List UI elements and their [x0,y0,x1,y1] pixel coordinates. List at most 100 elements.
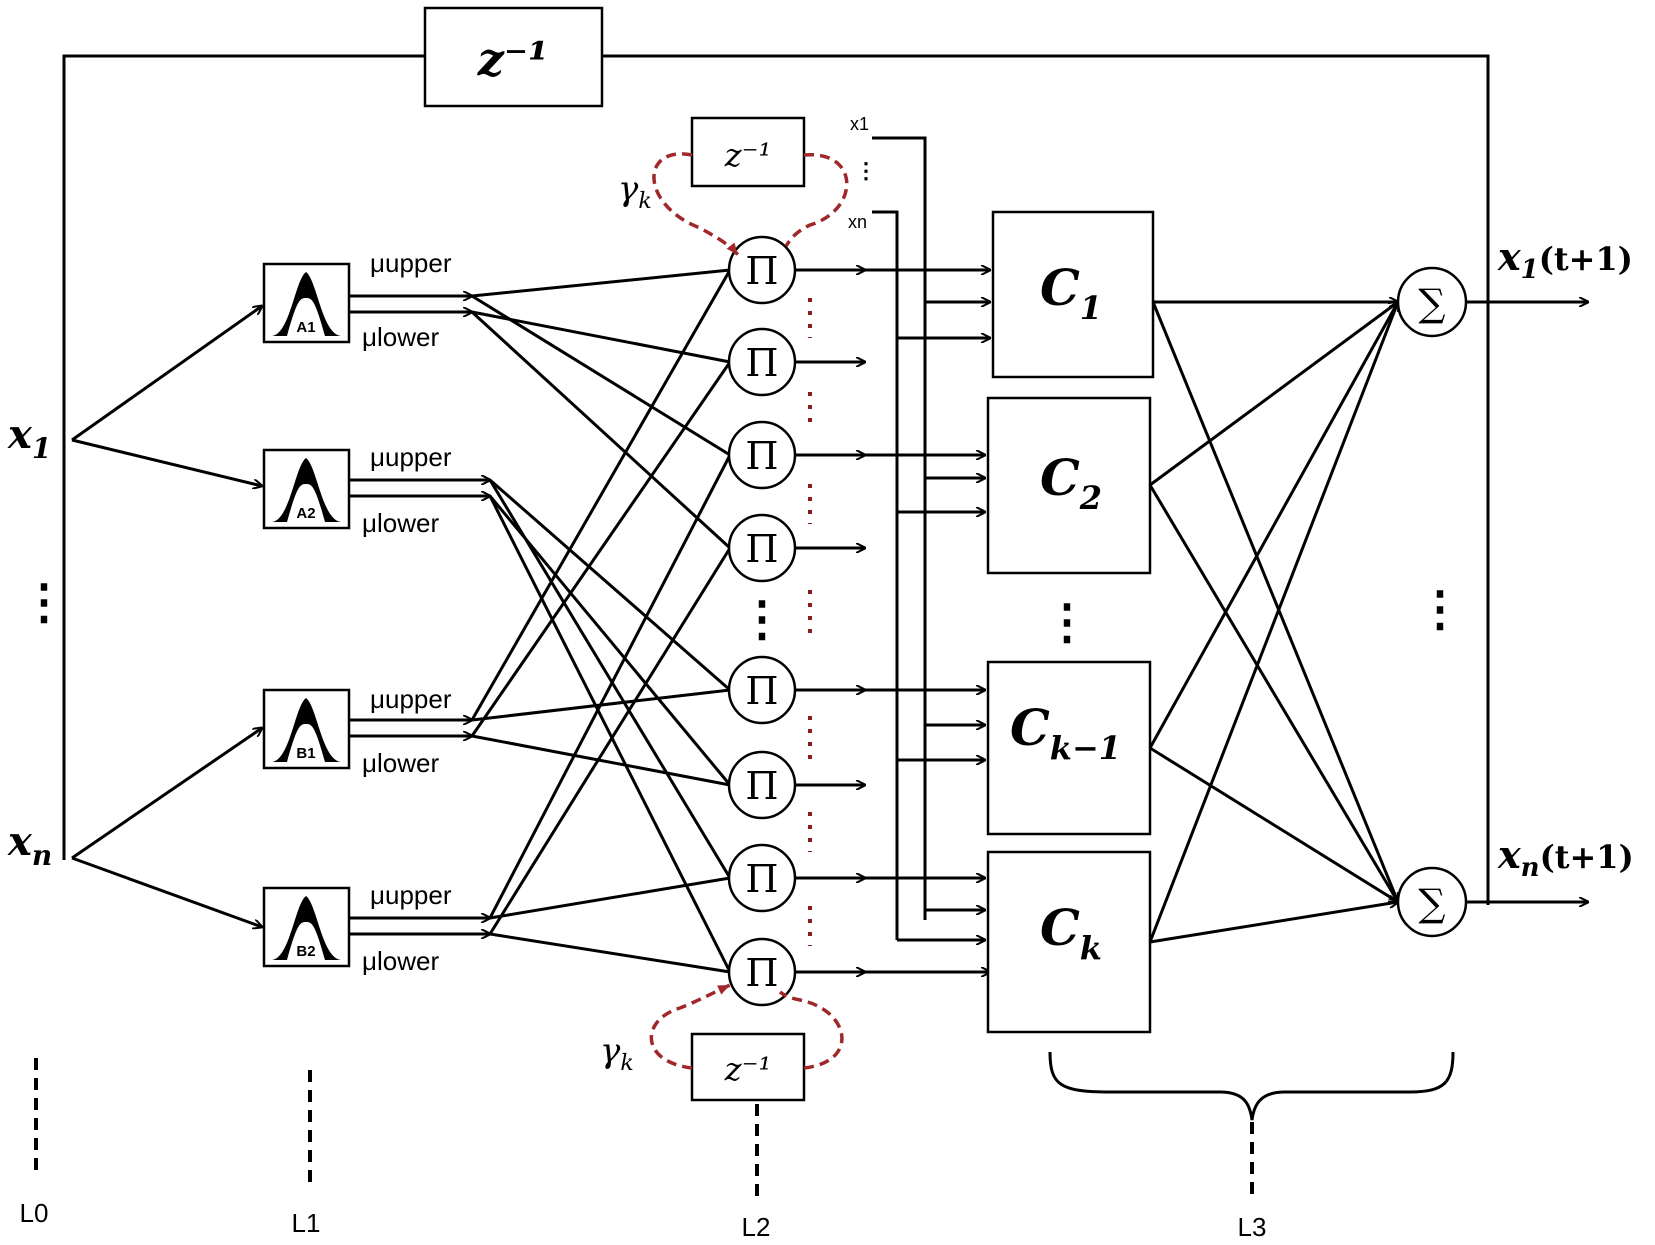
svg-text:Π: Π [745,249,778,293]
mf-label-a2: A2 [296,505,315,522]
svg-text:Π: Π [745,527,778,571]
out-xn-sub: n [1521,853,1540,883]
out-x1-sub: 1 [1521,255,1539,285]
product-nodes: Π Π Π Π Π Π Π Π [727,235,797,1007]
bus-label-x1: x1 [850,114,869,134]
bus-ellipsis: ⋮ [855,158,877,183]
mu-lower-b2: μlower [362,946,439,976]
svg-text:Π: Π [745,434,778,478]
product-node-3: Π [727,420,797,490]
layer-label-l0: L0 [20,1198,49,1228]
product-node-5: Π [727,655,797,725]
layer-label-l1: L1 [292,1208,321,1238]
input-x1-sub: 1 [32,432,51,465]
consequent-to-sum [1148,302,1398,944]
gamma-bottom-base: γ [600,1031,621,1071]
recurrent-loop-bottom: z⁻¹ γk [600,983,844,1102]
mu-upper-a2: μupper [370,442,452,472]
c2-sub: 2 [1079,479,1102,517]
product-outputs [795,270,990,972]
out-x1-suffix: (t+1) [1539,240,1633,278]
global-feedback-loop: z⁻¹ [62,6,1490,905]
ck1-sub: k−1 [1050,729,1121,767]
mu-lower-a2: μlower [362,508,439,538]
gamma-top-base: γ [618,169,639,209]
svg-text:C2: C2 [1040,448,1102,517]
svg-text:xn(t+1): xn(t+1) [1497,832,1634,883]
product-node-7: Π [727,843,797,913]
mu-lower-a1: μlower [362,322,439,352]
svg-text:γk: γk [600,1031,634,1076]
svg-text:Ck−1: Ck−1 [1010,698,1121,767]
consequent-c1: C1 [991,210,1155,379]
ck-sub: k [1080,929,1102,967]
mf-label-b2: B2 [296,943,315,960]
out-xn-base: x [1497,832,1522,877]
input-links [71,306,262,927]
svg-text:x1: x1 [7,411,51,465]
c1-sub: 1 [1080,289,1102,327]
svg-text:Π: Π [745,764,778,808]
delay-label-top: z⁻¹ [477,32,549,86]
svg-text:∑: ∑ [1418,881,1445,925]
c1-base: C [1040,258,1080,317]
out-xn-suffix: (t+1) [1540,838,1634,876]
gamma-top-sub: k [638,189,651,214]
product-node-1: Π [727,235,797,305]
svg-text:C1: C1 [1040,258,1102,327]
svg-text:Ck: Ck [1040,898,1102,967]
mf-block-a2: A2 [262,448,351,530]
mf-label-a1: A1 [296,319,315,336]
input-x1-base: x [7,411,33,458]
svg-text:Π: Π [745,857,778,901]
ck1-base: C [1010,698,1050,757]
product-node-6: Π [727,750,797,820]
mu-upper-a1: μupper [370,248,452,278]
out-x1-base: x [1497,234,1522,279]
delay-box-top [423,6,604,108]
recurrent-loop-top: z⁻¹ γk [618,116,849,257]
layer-label-l3: L3 [1238,1212,1267,1242]
c2-base: C [1040,448,1080,507]
input-x1: x1 [7,411,51,465]
svg-text:Π: Π [745,341,778,385]
svg-text:γk: γk [618,169,652,214]
mu-upper-b2: μupper [370,880,452,910]
output-xn: xn(t+1) [1497,832,1634,883]
mf-label-b1: B1 [296,745,315,762]
ck-base: C [1040,898,1080,957]
sum-node-1: ∑ [1396,266,1468,338]
svg-text:xn: xn [7,818,52,872]
input-xn-base: x [7,818,33,865]
consequent-ck-1: Ck−1 [986,660,1152,836]
input-xn: xn [7,818,52,872]
rule-connections [470,268,732,974]
layer-label-l2: L2 [742,1212,771,1242]
consequent-c2: C2 [986,396,1152,575]
mu-upper-b1: μupper [370,684,452,714]
layer-markers: L0 L1 L2 L3 [20,1051,1455,1242]
mf-block-b2: B2 [262,886,351,968]
input-ellipsis: ⋮ [20,574,68,630]
mf-output-labels: μupper μlower μupper μlower μupper μlowe… [362,248,452,976]
bus-label-xn: xn [848,212,867,232]
extra-input-bus: x1 ⋮ xn [848,114,990,940]
mf-block-b1: B1 [262,688,351,770]
mf-output-arrows [349,296,490,934]
delay-label-l2-top: z⁻¹ [724,136,772,174]
mu-lower-b1: μlower [362,748,439,778]
output-arrows [1466,302,1588,902]
svg-text:x1(t+1): x1(t+1) [1497,234,1633,285]
consequent-ellipsis: ⋮ [1043,594,1091,650]
svg-text:∑: ∑ [1418,281,1445,325]
product-node-4: Π [727,513,797,583]
sum-ellipsis: ⋮ [1416,581,1464,637]
svg-text:Π: Π [745,669,778,713]
output-x1: x1(t+1) [1497,234,1633,285]
product-ellipsis: ⋮ [738,591,786,647]
delay-label-l2-bottom: z⁻¹ [724,1050,772,1088]
product-node-2: Π [727,327,797,397]
input-xn-sub: n [32,839,52,872]
svg-text:Π: Π [745,951,778,995]
